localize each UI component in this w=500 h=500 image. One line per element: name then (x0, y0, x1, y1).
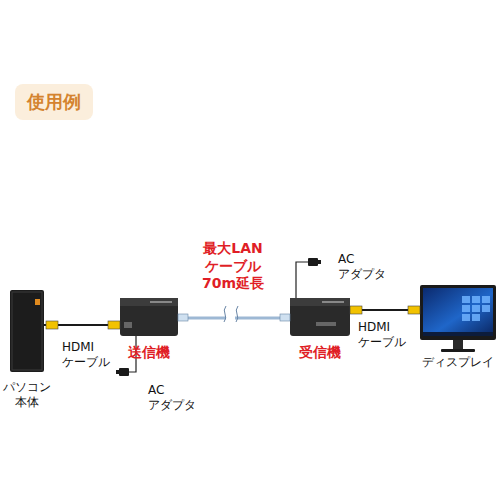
display-node: ディスプレイ (420, 285, 496, 352)
cable-break-mark (224, 306, 238, 325)
cable-label: HDMI ケーブル (358, 320, 412, 350)
device-caption: パソコン 本体 (0, 380, 57, 410)
cable-label: HDMI ケーブル (62, 340, 116, 370)
adapter-label: AC アダプタ (338, 252, 398, 282)
pc-node: パソコン 本体 (10, 290, 44, 372)
receiver-unit (290, 298, 350, 336)
transmitter-node: 送信機 (120, 298, 178, 336)
section-heading: 使用例 (15, 84, 93, 120)
display-monitor (420, 285, 496, 352)
receiver-node: 受信機 (290, 298, 350, 336)
pc-tower (10, 290, 44, 372)
cable-label: 最大LAN ケーブル 70m延長 (196, 240, 270, 293)
transmitter-unit (120, 298, 178, 336)
device-caption: ディスプレイ (418, 355, 498, 370)
unit-name: 送信機 (122, 344, 176, 362)
unit-name: 受信機 (293, 344, 347, 362)
adapter-label: AC アダプタ (148, 383, 208, 413)
